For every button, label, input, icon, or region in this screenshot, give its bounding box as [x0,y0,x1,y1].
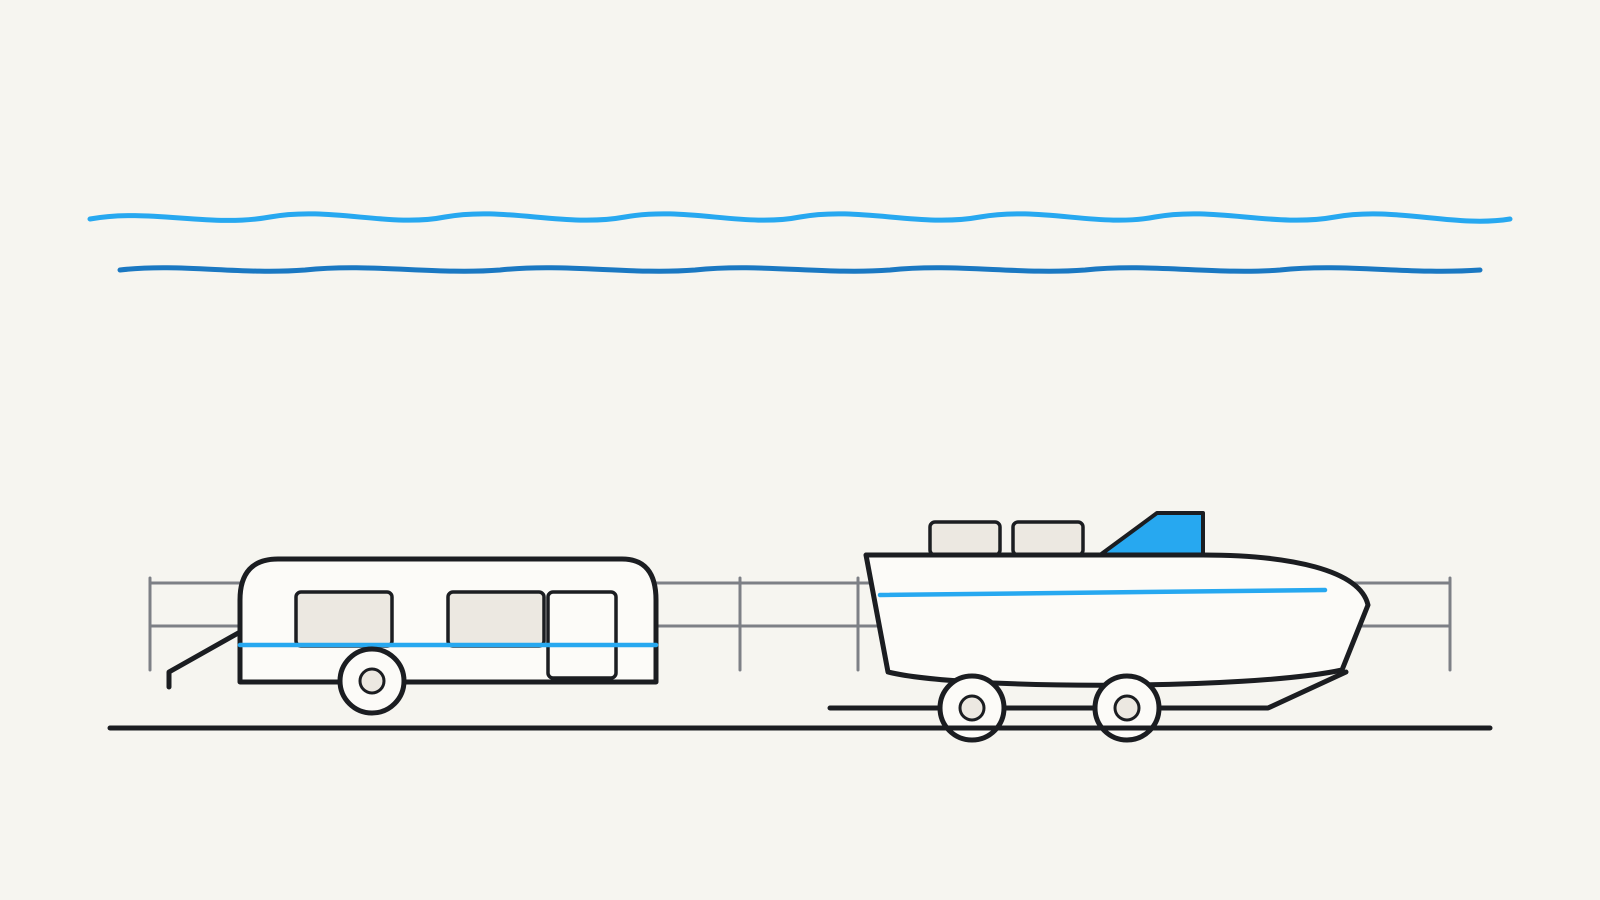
caravan-hitch [166,629,243,690]
boat-windshield [1098,511,1205,557]
wave-lines [87,211,1513,274]
boat-seat-front [928,520,1002,557]
caravan-window-front [294,590,394,648]
boat-trailer-hub-front [958,694,986,722]
caravan-wheel-hub [358,667,386,695]
boat-seat-rear [1011,520,1085,557]
boat-on-trailer [863,511,1371,743]
caravan-window-rear [446,590,546,648]
caravan-trailer [166,556,659,716]
boat-stripe [877,587,1328,598]
caravan-door [546,590,618,680]
wave-line-lower [117,265,1483,274]
wave-line-upper [87,211,1513,224]
boat-hull [863,552,1371,688]
boat-trailer-hub-rear [1113,694,1141,722]
